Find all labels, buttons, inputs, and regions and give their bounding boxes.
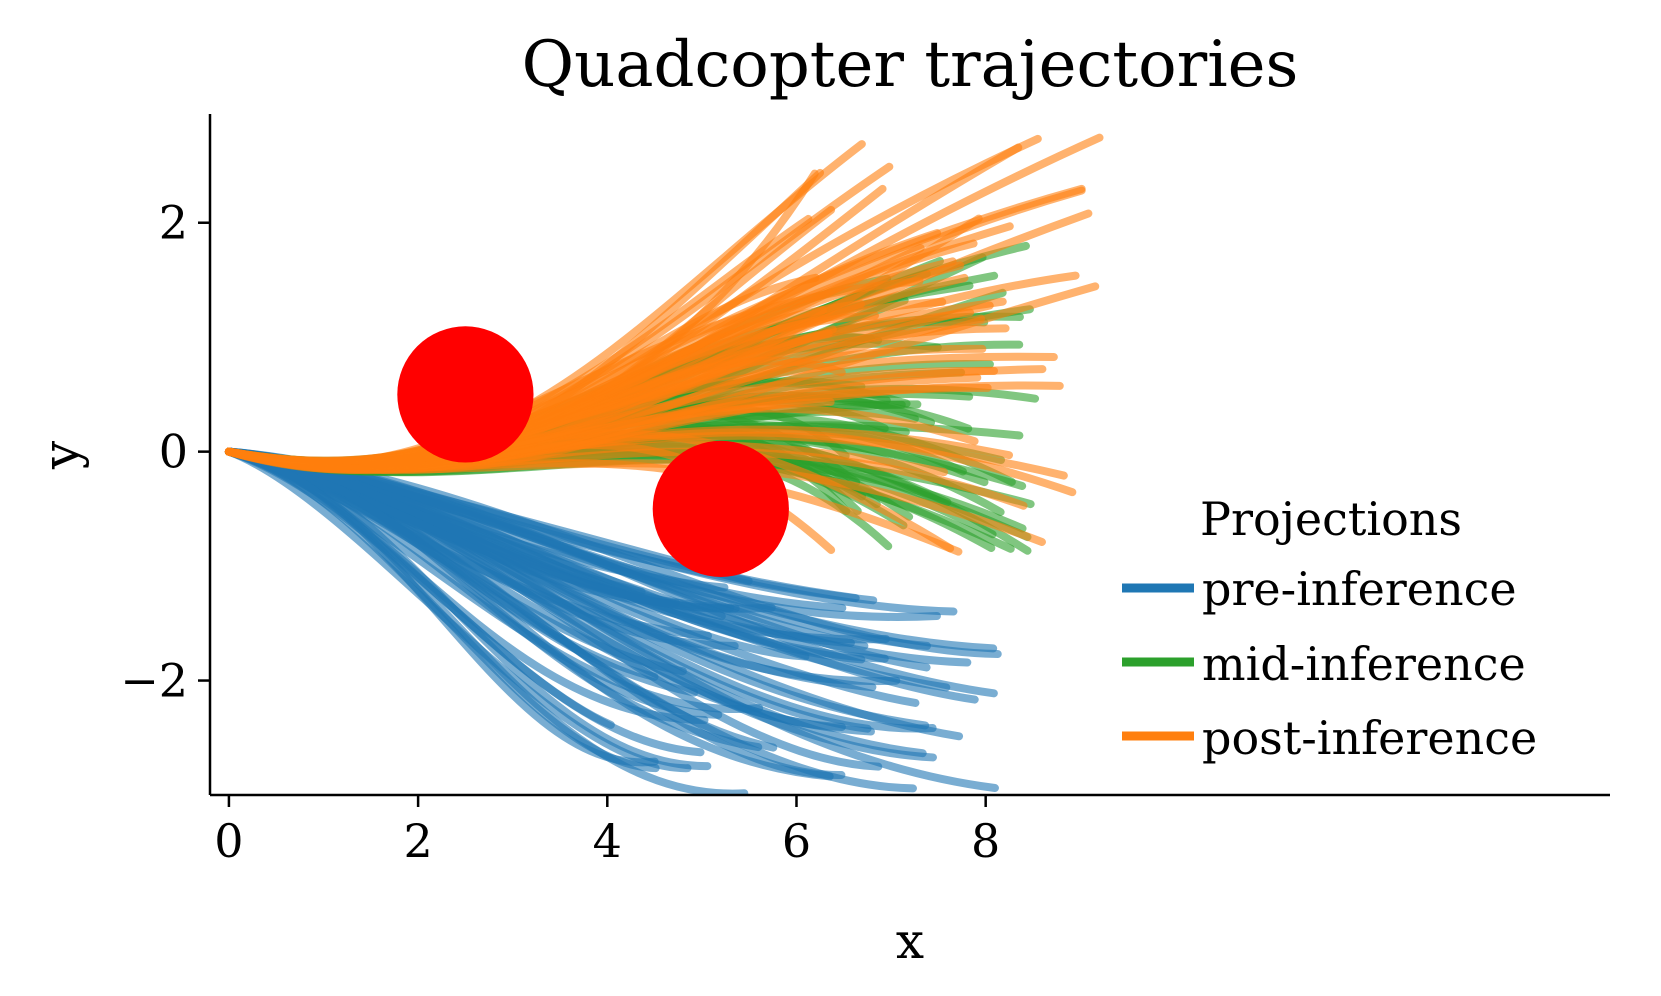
- x-tick-label: 0: [214, 814, 243, 868]
- y-tick-label: −2: [120, 654, 188, 708]
- chart-title: Quadcopter trajectories: [522, 28, 1299, 102]
- obstacle-2: [652, 440, 789, 577]
- legend: Projections pre-inference mid-inference …: [1122, 492, 1537, 765]
- trajectory-pre-inference: [224, 447, 692, 773]
- legend-title: Projections: [1200, 492, 1462, 546]
- trajectory-post-inference: [224, 397, 835, 475]
- obstacles-layer: [397, 326, 789, 577]
- y-tick-label: 0: [159, 425, 188, 479]
- x-axis-label: x: [896, 912, 924, 970]
- legend-label-mid-inference: mid-inference: [1202, 637, 1526, 691]
- trajectory-pre-inference: [224, 447, 659, 767]
- trajectories-layer: [224, 133, 1104, 795]
- x-tick-label: 4: [593, 814, 622, 868]
- y-ticks: −2 0 2: [120, 196, 210, 708]
- y-axis-label: y: [32, 440, 90, 470]
- legend-label-pre-inference: pre-inference: [1202, 562, 1517, 616]
- x-tick-label: 6: [782, 814, 811, 868]
- y-tick-label: 2: [159, 196, 188, 250]
- x-tick-label: 2: [403, 814, 432, 868]
- legend-label-post-inference: post-inference: [1202, 711, 1537, 765]
- plot-area: [224, 133, 1104, 795]
- x-tick-label: 8: [971, 814, 1000, 868]
- obstacle-1: [397, 326, 534, 463]
- x-ticks: 0 2 4 6 8: [214, 795, 1000, 868]
